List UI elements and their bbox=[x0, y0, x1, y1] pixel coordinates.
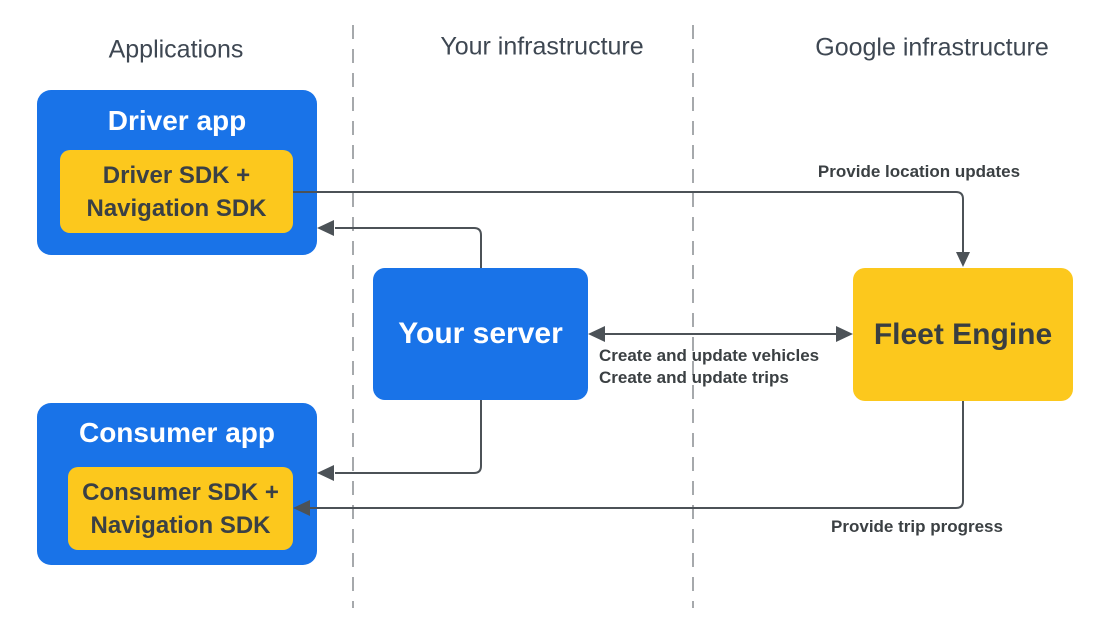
column-header-google-infrastructure: Google infrastructure bbox=[815, 33, 1049, 62]
label-create-update-trips: Create and update trips bbox=[599, 368, 789, 387]
label-provide-trip-progress: Provide trip progress bbox=[831, 517, 1003, 536]
column-header-applications: Applications bbox=[108, 35, 244, 64]
your-server-title: Your server bbox=[398, 317, 563, 350]
consumer-sdk-label-line2: Navigation SDK bbox=[90, 511, 271, 539]
fleet-engine-title: Fleet Engine bbox=[873, 318, 1053, 351]
node-your-server: Your server bbox=[373, 268, 588, 400]
node-consumer-sdk: Consumer SDK + Navigation SDK bbox=[68, 467, 293, 550]
label-create-update-vehicles: Create and update vehicles bbox=[599, 346, 820, 365]
node-fleet-engine: Fleet Engine bbox=[853, 268, 1073, 401]
label-provide-location-updates: Provide location updates bbox=[817, 162, 1021, 181]
node-driver-sdk: Driver SDK + Navigation SDK bbox=[60, 150, 293, 233]
consumer-app-title: Consumer app bbox=[78, 417, 276, 448]
driver-sdk-label-line2: Navigation SDK bbox=[86, 194, 267, 222]
column-header-your-infrastructure: Your infrastructure bbox=[440, 32, 644, 61]
driver-app-title: Driver app bbox=[107, 105, 247, 136]
consumer-sdk-label-line1: Consumer SDK + bbox=[82, 478, 279, 506]
driver-sdk-label-line1: Driver SDK + bbox=[102, 161, 251, 189]
